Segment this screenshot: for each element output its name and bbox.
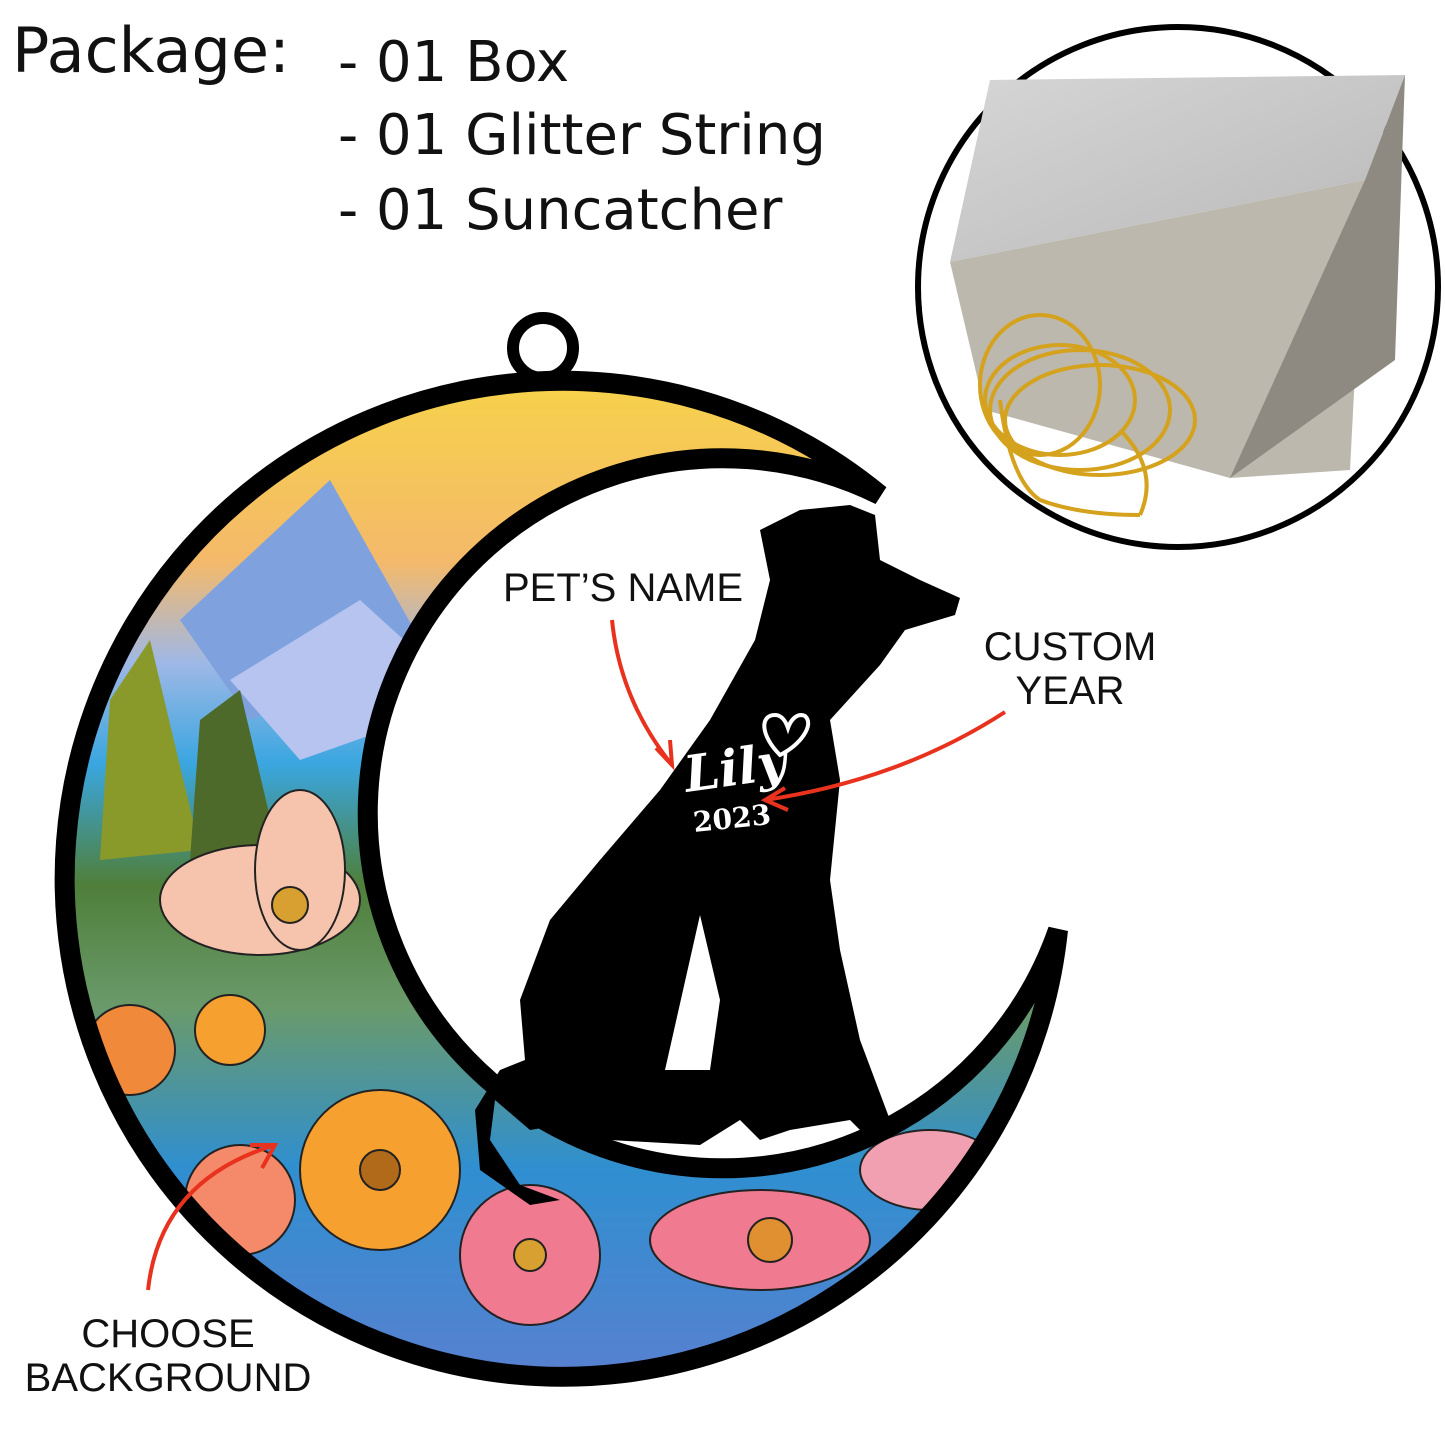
callout-arrows <box>146 619 1007 1291</box>
arrow-custom-year <box>764 710 1007 802</box>
package-title: Package: <box>12 14 290 87</box>
package-item-suncatcher: - 01 Suncatcher <box>338 178 783 243</box>
choose-background-line2: BACKGROUND <box>24 1356 312 1400</box>
dog-leg-gap <box>665 915 720 1070</box>
custom-year-line1: CUSTOM <box>983 625 1157 669</box>
package-contents-photo <box>915 24 1441 550</box>
custom-year-label: CUSTOM YEAR <box>970 625 1170 713</box>
hanging-loop <box>507 312 579 384</box>
box-side <box>950 180 1365 478</box>
glitter-string-icon <box>978 313 1197 517</box>
dog-silhouette <box>475 505 960 1205</box>
package-item-box: - 01 Box <box>338 30 570 95</box>
custom-year-line2: YEAR <box>1015 669 1125 713</box>
pets-name-label: PET’S NAME <box>503 566 744 610</box>
box-lid <box>950 75 1405 262</box>
arrow-pets-name <box>610 619 674 767</box>
package-item-glitter-string: - 01 Glitter String <box>338 103 826 168</box>
arrow-choose-background <box>146 1143 276 1291</box>
box-edge <box>1230 75 1405 478</box>
heart-icon <box>762 712 811 758</box>
choose-background-label: CHOOSE BACKGROUND <box>22 1312 314 1400</box>
flower <box>159 789 361 956</box>
choose-background-line1: CHOOSE <box>81 1312 255 1356</box>
